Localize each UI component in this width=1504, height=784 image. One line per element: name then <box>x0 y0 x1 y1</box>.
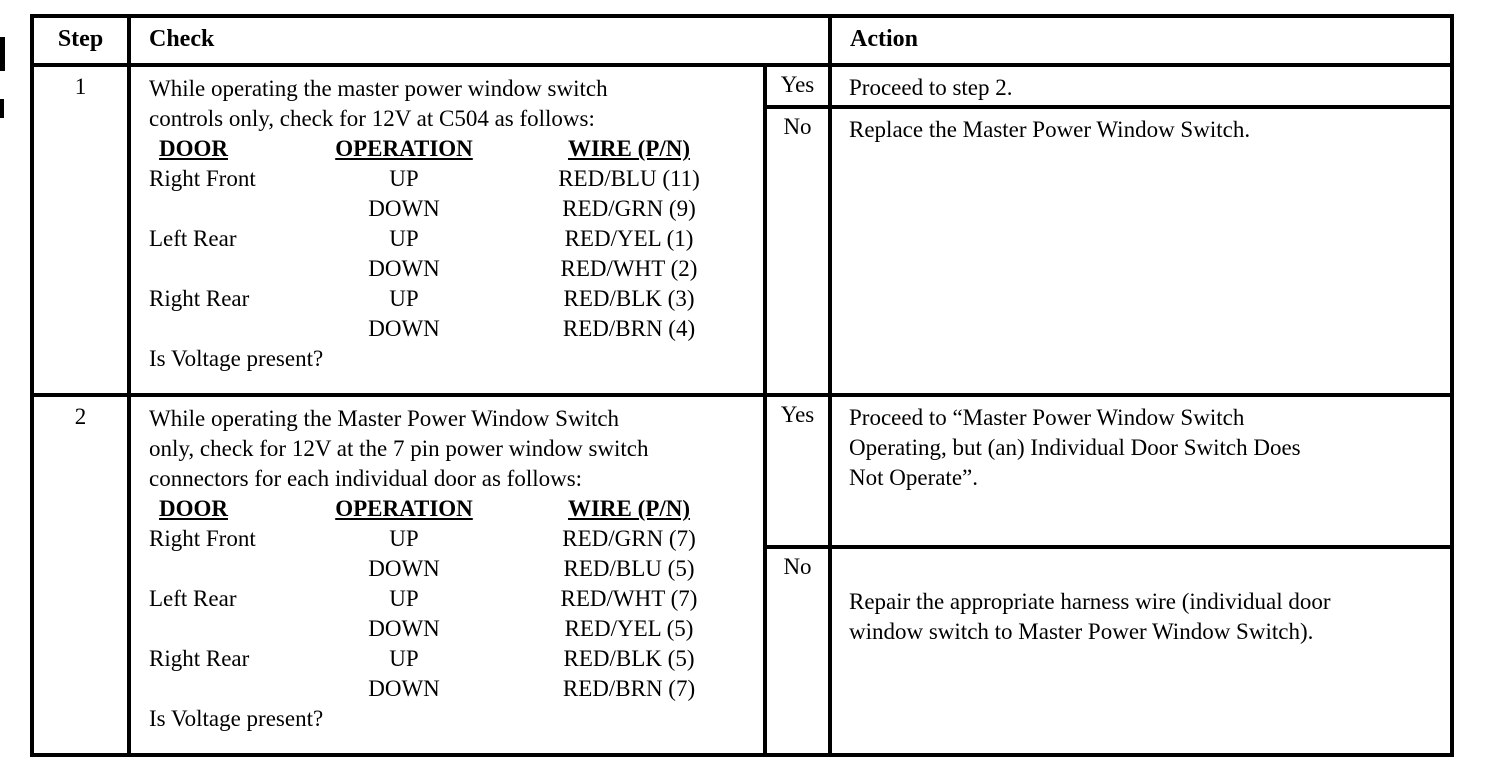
wire-cell-operation: DOWN <box>368 316 440 341</box>
wire-header-operation: OPERATION <box>335 136 473 161</box>
action-column-header: Action <box>850 26 918 52</box>
wire-cell-operation: UP <box>389 286 419 311</box>
wire-cell-wire: RED/GRN (9) <box>562 196 696 221</box>
no-label: No <box>767 549 832 753</box>
wire-cell-operation: DOWN <box>368 196 440 221</box>
wire-cell-wire: RED/BRN (7) <box>562 676 696 701</box>
wire-cell-operation: UP <box>389 526 419 551</box>
wire-header-wire: WIRE (P/N) <box>567 496 691 521</box>
outcome-yes-step-2: Yes Proceed to “Master Power Window Swit… <box>767 397 1450 549</box>
wire-cell-door: Right Front <box>149 166 256 191</box>
wire-cell-door <box>149 614 299 644</box>
wire-cell-operation: UP <box>389 226 419 251</box>
action-text: Proceed to “Master Power Window Switch O… <box>849 405 1301 490</box>
yes-label: Yes <box>767 397 832 545</box>
wire-cell-wire: RED/YEL (1) <box>564 226 694 251</box>
wire-cell-operation: DOWN <box>368 676 440 701</box>
table-header-row: Step Check Action <box>34 18 1450 67</box>
wire-cell-wire: RED/BLU (11) <box>558 166 700 191</box>
wire-header-door: DOOR <box>159 136 228 161</box>
check-question: Is Voltage present? <box>149 346 324 371</box>
check-cell-step-2: While operating the Master Power Window … <box>131 397 767 753</box>
wire-cell-door <box>149 194 299 224</box>
action-text: Proceed to step 2. <box>849 75 1013 100</box>
wire-header-door: DOOR <box>159 496 228 521</box>
check-intro-line: only, check for 12V at the 7 pin power w… <box>149 436 649 461</box>
check-column-header: Check <box>131 18 832 63</box>
outcome-no-step-2: No Repair the appropriate harness wire (… <box>767 549 1450 753</box>
check-intro-line: controls only, check for 12V at C504 as … <box>149 106 595 131</box>
wire-header-wire: WIRE (P/N) <box>567 136 691 161</box>
action-text: Replace the Master Power Window Switch. <box>849 117 1251 142</box>
outcome-yes-step-1: Yes Proceed to step 2. <box>767 67 1450 109</box>
check-cell-step-1: While operating the master power window … <box>131 67 767 393</box>
wire-cell-door: Right Rear <box>149 646 250 671</box>
check-intro-line: While operating the Master Power Window … <box>149 406 620 431</box>
check-intro-line: While operating the master power window … <box>149 76 608 101</box>
wire-cell-wire: RED/BLU (5) <box>563 556 695 581</box>
check-intro-line: connectors for each individual door as f… <box>149 466 583 491</box>
step-number: 2 <box>34 397 131 753</box>
step-row-2: 2 While operating the Master Power Windo… <box>34 397 1450 753</box>
outcomes-step-2: Yes Proceed to “Master Power Window Swit… <box>767 397 1450 753</box>
diagnostic-table: Step Check Action 1 While operating the … <box>30 14 1454 757</box>
check-question: Is Voltage present? <box>149 706 324 731</box>
wire-cell-door <box>149 314 299 344</box>
scan-artifact <box>0 99 4 118</box>
wire-cell-wire: RED/YEL (5) <box>564 616 694 641</box>
wire-cell-wire: RED/GRN (7) <box>562 526 696 551</box>
wire-cell-operation: DOWN <box>368 256 440 281</box>
action-text: Repair the appropriate harness wire (ind… <box>849 589 1331 644</box>
wire-cell-operation: UP <box>389 166 419 191</box>
wire-cell-operation: DOWN <box>368 616 440 641</box>
wire-cell-door <box>149 674 299 704</box>
wire-cell-wire: RED/BLK (5) <box>563 646 695 671</box>
wire-table-step-1: DOOR OPERATION WIRE (P/N) Right Front UP… <box>149 134 757 344</box>
no-label: No <box>767 109 832 393</box>
wire-cell-operation: UP <box>389 646 419 671</box>
outcome-no-step-1: No Replace the Master Power Window Switc… <box>767 109 1450 393</box>
scan-artifact <box>0 37 5 71</box>
wire-cell-door: Left Rear <box>149 226 237 251</box>
step-number: 1 <box>34 67 131 393</box>
wire-cell-door: Right Rear <box>149 286 250 311</box>
wire-cell-wire: RED/BLK (3) <box>563 286 695 311</box>
yes-label: Yes <box>767 67 832 105</box>
wire-cell-door <box>149 554 299 584</box>
outcomes-step-1: Yes Proceed to step 2. No Replace the Ma… <box>767 67 1450 393</box>
wire-cell-wire: RED/BRN (4) <box>562 316 696 341</box>
step-row-1: 1 While operating the master power windo… <box>34 67 1450 397</box>
wire-cell-door <box>149 254 299 284</box>
wire-cell-door: Left Rear <box>149 586 237 611</box>
wire-cell-operation: DOWN <box>368 556 440 581</box>
wire-header-operation: OPERATION <box>335 496 473 521</box>
step-column-header: Step <box>34 18 131 63</box>
wire-cell-wire: RED/WHT (2) <box>560 256 698 281</box>
wire-cell-operation: UP <box>389 586 419 611</box>
wire-cell-door: Right Front <box>149 526 256 551</box>
wire-cell-wire: RED/WHT (7) <box>560 586 698 611</box>
wire-table-step-2: DOOR OPERATION WIRE (P/N) Right Front UP… <box>149 494 757 704</box>
